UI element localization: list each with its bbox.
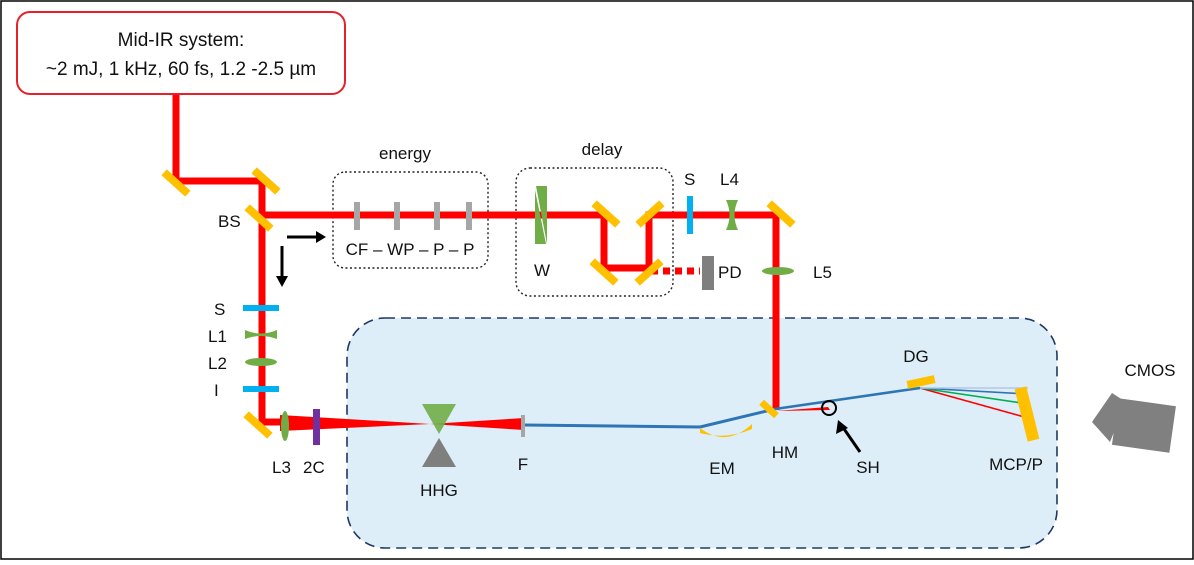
lens-l3 — [281, 411, 289, 441]
xuv-beam-1 — [523, 423, 701, 429]
reflected-ir — [776, 407, 830, 411]
two-color-crystal — [313, 409, 320, 445]
label-delay: delay — [582, 140, 623, 159]
label-s-left: S — [214, 300, 225, 319]
beam-splitter — [244, 204, 274, 232]
label-l4: L4 — [720, 170, 739, 189]
label-2c: 2C — [303, 458, 325, 477]
energy-optics — [354, 202, 472, 230]
source-line-1: Mid-IR system: — [118, 30, 245, 51]
camera-body — [1111, 398, 1176, 453]
iris — [243, 386, 279, 392]
hole-mirror — [759, 399, 779, 419]
shutter-left — [243, 305, 279, 311]
delay-mirror-3 — [634, 258, 664, 286]
mirror-corner — [766, 200, 796, 228]
wedge-1 — [536, 186, 547, 244]
label-hm: HM — [772, 443, 798, 462]
label-l2: L2 — [208, 354, 227, 373]
delay-mirror-1 — [591, 200, 621, 228]
label-pd: PD — [718, 263, 742, 282]
hhg-nozzle — [422, 438, 456, 467]
label-s-top: S — [684, 170, 695, 189]
sh-arrow — [840, 425, 862, 453]
lens-l5 — [762, 267, 794, 275]
hhg-gas-jet — [422, 404, 456, 434]
ir-beam-branch — [258, 215, 280, 426]
diverging-cone — [430, 418, 524, 430]
arrow-right-head — [316, 231, 326, 243]
label-hhg: HHG — [420, 481, 458, 500]
cf-filter — [354, 202, 360, 230]
label-i: I — [214, 381, 219, 400]
delay-mirror-2 — [589, 258, 619, 286]
label-l5: L5 — [813, 263, 832, 282]
energy-group-box — [332, 171, 489, 269]
source-line-2: ~2 mJ, 1 kHz, 60 fs, 1.2 -2.5 µm — [46, 59, 316, 80]
mcp-detector — [1014, 386, 1040, 442]
label-energy: energy — [379, 144, 431, 163]
diffraction-grating — [906, 375, 936, 389]
mirrors — [161, 167, 936, 439]
photodiode — [702, 256, 714, 290]
label-energy-parts: CF – WP – P – P — [346, 240, 475, 259]
delay-mirror-4 — [635, 200, 665, 228]
label-cmos: CMOS — [1125, 361, 1176, 380]
label-l3: L3 — [272, 458, 291, 477]
filter-f — [521, 415, 525, 437]
spectrum-blue — [919, 387, 1029, 395]
label-mcp: MCP/P — [989, 455, 1043, 474]
delay-group-box — [515, 167, 674, 297]
spectrum-green — [919, 387, 1029, 405]
cmos-camera — [1092, 393, 1176, 453]
sh-arrow-shaft — [840, 425, 862, 453]
ir-beam-main — [172, 95, 780, 410]
dispersed-spectrum — [919, 387, 1029, 419]
lens-l2 — [245, 358, 277, 366]
waveplate — [394, 202, 400, 230]
sh-arrow-head — [836, 420, 848, 434]
ir-beam — [172, 95, 780, 426]
lens-l1 — [245, 330, 277, 339]
polarizer-1 — [434, 202, 440, 230]
shutter-top — [687, 196, 693, 234]
mirror-2 — [251, 167, 281, 195]
mirror-1 — [161, 169, 191, 197]
xuv-beam — [523, 386, 921, 429]
xuv-beam-3 — [774, 386, 921, 411]
label-sh: SH — [856, 458, 880, 477]
polarizer-2 — [466, 202, 472, 230]
label-bs: BS — [218, 212, 241, 231]
mirror-lower-left — [243, 411, 273, 439]
source-box — [16, 11, 346, 95]
spectrum-red — [919, 387, 1029, 419]
lens-l4 — [726, 200, 738, 230]
wedge-2 — [535, 190, 546, 244]
arrow-down-head — [276, 276, 288, 287]
sample-holder — [821, 400, 837, 416]
xuv-beam-2 — [699, 407, 776, 429]
label-w: W — [534, 261, 550, 280]
label-l1: L1 — [208, 327, 227, 346]
label-dg: DG — [903, 347, 929, 366]
label-f: F — [518, 455, 528, 474]
label-em: EM — [709, 459, 735, 478]
